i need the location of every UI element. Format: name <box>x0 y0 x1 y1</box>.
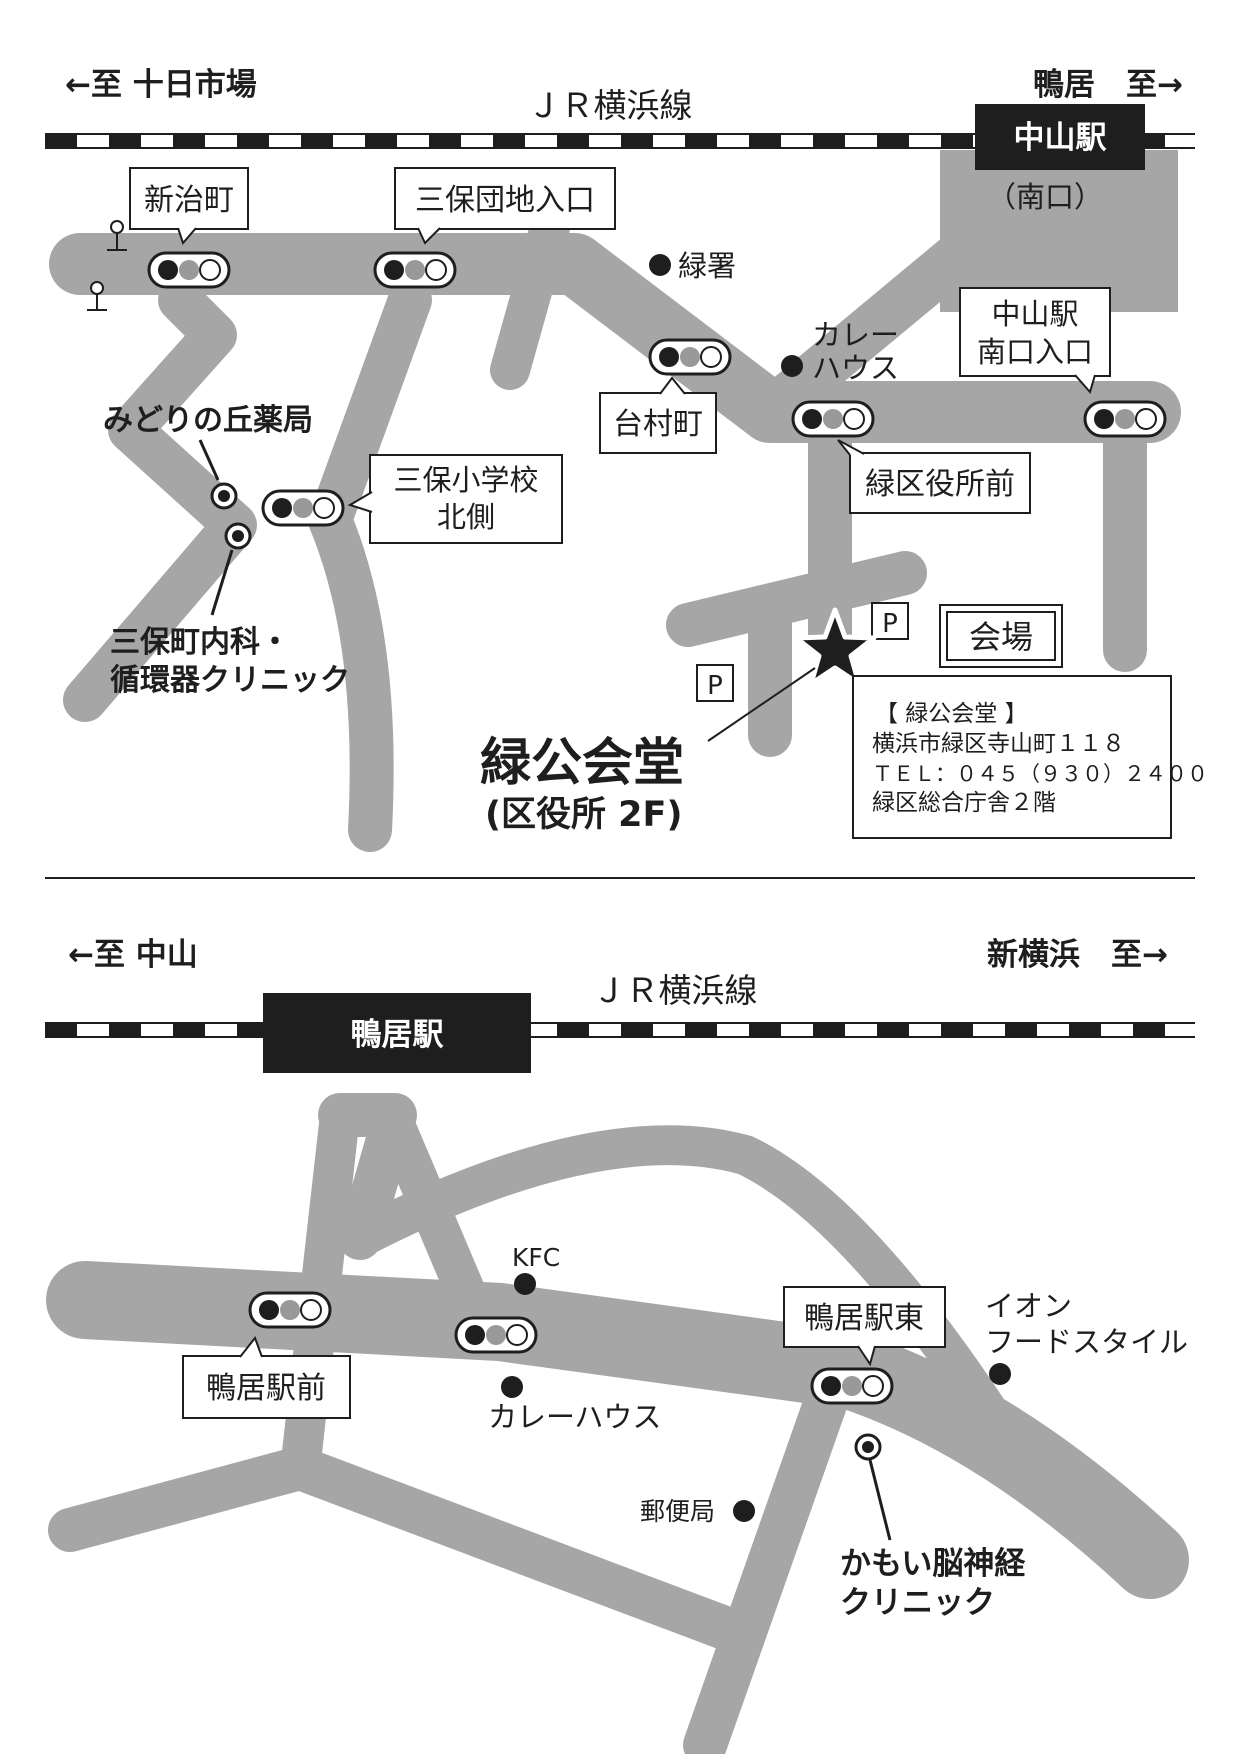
signal-label: 鴨居駅東 <box>804 1301 924 1336</box>
pin-icon <box>87 281 107 311</box>
landmark-post: 郵便局 <box>640 1497 715 1526</box>
venue-badge-label: 会場 <box>969 618 1033 656</box>
pin-icon <box>107 220 127 251</box>
callout-kamoi-ekimae: 鴨居駅前 <box>182 1335 351 1419</box>
callout-kamoi-ekihigashi: 鴨居駅東 <box>783 1286 946 1367</box>
traffic-signal-icon <box>261 489 345 527</box>
landmark-dot-icon <box>649 254 671 276</box>
station-name: 鴨居駅 <box>351 1017 444 1053</box>
callout-niharu: 新治町 <box>129 167 249 245</box>
svg-text:P: P <box>882 609 898 639</box>
parking-icon: P <box>871 602 909 640</box>
signal-label: 台村町 <box>613 407 703 442</box>
traffic-signal-icon <box>454 1316 538 1354</box>
landmark-curry: カレーハウス <box>488 1400 661 1434</box>
signal-label: 三保団地入口 <box>415 183 595 218</box>
station-nakayama: 中山駅 <box>975 104 1145 170</box>
info-line: 【 緑公会堂 】 <box>875 701 1028 727</box>
callout-miho-danchi: 三保団地入口 <box>394 167 616 245</box>
landmark-curry: カレー <box>812 318 899 352</box>
info-line: ＴＥＬ：０４５（９３０）２４００ <box>872 762 1208 786</box>
traffic-signal-icon <box>147 251 231 289</box>
venue-info-box: 【 緑公会堂 】 横浜市緑区寺山町１１８ ＴＥＬ：０４５（９３０）２４００ 緑区… <box>852 675 1208 839</box>
signal-label: 緑区役所前 <box>865 467 1015 502</box>
station-kamoi: 鴨居駅 <box>263 993 531 1073</box>
landmark-pharmacy: みどりの丘薬局 <box>103 403 313 438</box>
direction-right: 鴨居 至→ <box>1033 67 1183 103</box>
traffic-signal-icon <box>248 1291 332 1329</box>
landmark-curry: ハウス <box>812 351 899 385</box>
landmark-clinic: クリニック <box>840 1585 995 1621</box>
signal-label: 南口入口 <box>977 335 1093 369</box>
landmark-clinic: 循環器クリニック <box>110 663 350 698</box>
callout-midori-kuyakusho: 緑区役所前 <box>837 439 1031 514</box>
traffic-signal-icon <box>373 251 457 289</box>
venue-badge: 会場 <box>939 604 1063 668</box>
info-line: 横浜市緑区寺山町１１８ <box>872 731 1125 757</box>
top-roads <box>49 200 1181 852</box>
direction-left: ←至 中山 <box>68 937 198 973</box>
traffic-signal-icon <box>648 338 732 376</box>
landmark-dot-icon <box>781 355 803 377</box>
signal-label: 北側 <box>437 500 495 534</box>
signal-label: 三保小学校 <box>393 463 538 497</box>
bottom-map: ＪＲ横浜線 ←至 中山 新横浜 至→ 鴨居駅 鴨居駅前 鴨居駅東 KFC カレー… <box>45 937 1195 1754</box>
railway-bottom <box>45 1022 1195 1038</box>
venue-star-icon <box>793 607 877 687</box>
station-name: 中山駅 <box>1014 120 1107 156</box>
info-line: 緑区総合庁舎２階 <box>872 790 1056 816</box>
venue-sub: (区役所 2F) <box>485 795 682 835</box>
signal-label: 新治町 <box>144 183 234 218</box>
callout-miho-shogakko: 三保小学校 北側 <box>347 454 563 544</box>
direction-left: ←至 十日市場 <box>65 67 257 103</box>
traffic-signal-icon <box>1083 400 1167 438</box>
venue-name: 緑公会堂 <box>480 734 684 793</box>
parking-icon: P <box>696 664 734 702</box>
landmark-dot-icon <box>501 1376 523 1398</box>
traffic-signal-icon <box>791 400 875 438</box>
landmark-kfc: KFC <box>512 1243 560 1272</box>
landmark-dot-icon <box>514 1273 536 1295</box>
traffic-signal-icon <box>810 1367 894 1405</box>
top-map: ＪＲ横浜線 ←至 十日市場 鴨居 至→ 中山駅 （南口） 新治町 <box>45 67 1208 852</box>
landmark-clinic: かもい脳神経 <box>840 1546 1026 1582</box>
station-area <box>940 150 1178 312</box>
direction-right: 新横浜 至→ <box>987 937 1168 973</box>
station-exit: （南口） <box>987 180 1103 214</box>
signal-label: 中山駅 <box>991 297 1078 331</box>
callout-nakayama-minami: 中山駅 南口入口 <box>959 287 1111 395</box>
landmark-police: 緑署 <box>678 249 736 283</box>
landmark-clinic: 三保町内科・ <box>110 625 290 660</box>
landmark-dot-icon <box>989 1363 1011 1385</box>
railway-label: ＪＲ横浜線 <box>593 971 758 1010</box>
landmark-aeon: フードスタイル <box>985 1325 1188 1359</box>
svg-text:P: P <box>707 671 723 701</box>
callout-daimura: 台村町 <box>599 376 717 454</box>
railway-label: ＪＲ横浜線 <box>528 86 693 125</box>
signal-label: 鴨居駅前 <box>206 1371 326 1406</box>
landmark-dot-icon <box>733 1500 755 1522</box>
landmark-aeon: イオン <box>985 1289 1072 1323</box>
